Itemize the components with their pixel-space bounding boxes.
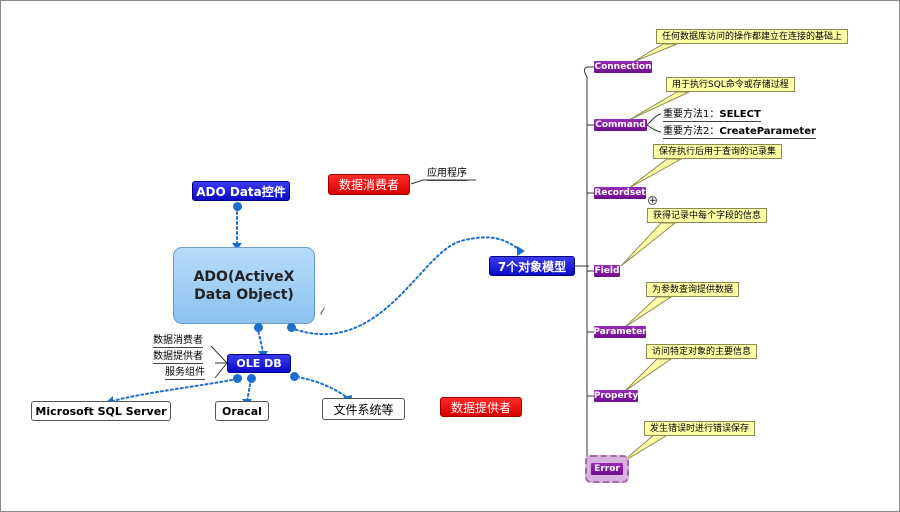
- link-seven-to-objects: [575, 66, 590, 463]
- note-connection: 任何数据库访问的操作都建立在连接的基础上: [656, 29, 849, 44]
- seven-object-model-label: 7个对象模型: [497, 259, 567, 274]
- sql-server-label: Microsoft SQL Server: [35, 404, 167, 418]
- note-property: 访问特定对象的主要信息: [646, 344, 758, 359]
- ole-label-consumer: 数据消费者: [153, 335, 203, 348]
- object-error-label: Error: [591, 463, 623, 475]
- object-property-label: Property: [593, 391, 639, 401]
- note-field: 获得记录中每个字段的信息: [647, 208, 768, 223]
- command-method-2: 重要方法2：CreateParameter: [663, 126, 816, 139]
- link-oledb-to-file: [296, 376, 350, 400]
- ole-db-node[interactable]: OLE DB: [227, 354, 291, 373]
- link-ado-to-seven: [290, 236, 522, 336]
- connector-handle[interactable]: [287, 323, 296, 332]
- connector-handle[interactable]: [290, 372, 299, 381]
- note-error: 发生错误时进行错误保存: [644, 421, 756, 436]
- file-system-node[interactable]: 文件系统等: [322, 398, 405, 420]
- object-parameter-label: Parameter: [593, 327, 647, 337]
- command-method-1: 重要方法1：SELECT: [663, 109, 761, 122]
- ole-label-provider: 数据提供者: [153, 351, 203, 364]
- oracle-node[interactable]: Oracal: [215, 401, 269, 421]
- object-error[interactable]: Error: [585, 455, 629, 483]
- object-recordset[interactable]: Recordset: [594, 187, 646, 199]
- note-parameter: 为参数查询提供数据: [646, 282, 740, 297]
- data-provider-label: 数据提供者: [450, 400, 511, 415]
- connector-handle[interactable]: [233, 202, 242, 211]
- connector-handle[interactable]: [247, 374, 256, 383]
- ado-central-label: ADO(ActiveX Data Object): [193, 268, 295, 303]
- seven-object-model-node[interactable]: 7个对象模型: [489, 256, 575, 276]
- sql-server-node[interactable]: Microsoft SQL Server: [31, 401, 171, 421]
- data-consumer-label: 数据消费者: [338, 178, 399, 192]
- object-recordset-label: Recordset: [594, 188, 646, 198]
- object-field[interactable]: Field: [594, 265, 620, 277]
- object-connection[interactable]: Connection: [594, 61, 652, 73]
- file-system-label: 文件系统等: [333, 402, 394, 417]
- ole-label-service: 服务组件: [165, 367, 205, 380]
- oracle-label: Oracal: [222, 404, 262, 418]
- ado-central-node[interactable]: ADO(ActiveX Data Object): [173, 247, 315, 324]
- data-consumer-node[interactable]: 数据消费者: [328, 174, 410, 195]
- link-oledb-to-sql: [112, 378, 238, 402]
- data-provider-node[interactable]: 数据提供者: [440, 397, 522, 417]
- object-connection-label: Connection: [594, 62, 652, 72]
- connector-handle[interactable]: [233, 374, 242, 383]
- paperclip-icon[interactable]: 𝓁: [320, 307, 324, 318]
- connector-handle[interactable]: [254, 323, 263, 332]
- ado-data-control-node[interactable]: ADO Data控件: [192, 181, 290, 201]
- note-command: 用于执行SQL命令或存储过程: [666, 77, 795, 92]
- object-field-label: Field: [594, 266, 620, 276]
- expand-icon[interactable]: +: [648, 196, 657, 206]
- application-label: 应用程序: [427, 168, 467, 181]
- note-recordset: 保存执行后用于查询的记录集: [653, 144, 783, 159]
- object-property[interactable]: Property: [594, 390, 638, 402]
- object-command-label: Command: [595, 120, 646, 130]
- ado-data-control-label: ADO Data控件: [196, 184, 286, 199]
- ole-db-label: OLE DB: [236, 357, 282, 370]
- object-command[interactable]: Command: [594, 119, 647, 131]
- object-parameter[interactable]: Parameter: [593, 326, 647, 338]
